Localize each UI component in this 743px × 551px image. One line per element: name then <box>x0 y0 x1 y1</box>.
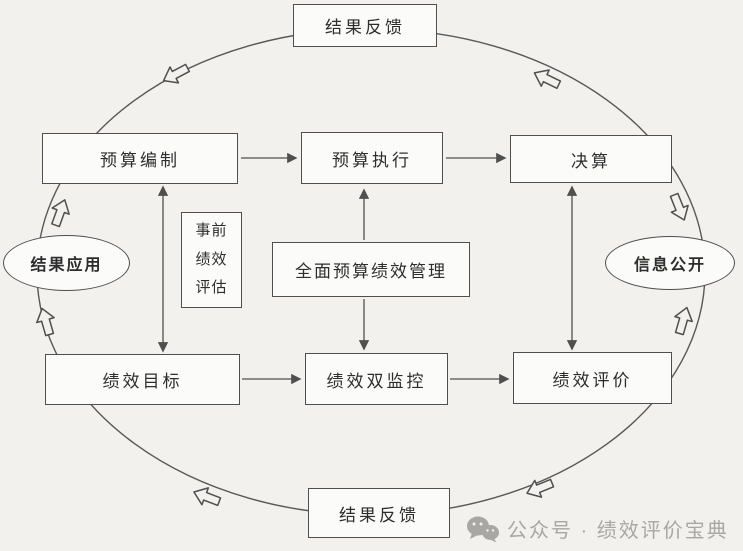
cycle-arrow-bottom-left <box>193 487 222 507</box>
cycle-arrow-left-upper <box>51 199 70 228</box>
node-label: 绩效目标 <box>102 372 183 391</box>
cycle-arrow-right-upper <box>669 192 689 221</box>
node-final-accounts: 决算 <box>510 135 672 183</box>
node-pre-performance-evaluation: 事前绩效评估 <box>181 212 242 308</box>
node-label: 决算 <box>571 151 611 171</box>
watermark: 公众号 · 绩效评价宝典 <box>466 514 729 543</box>
node-label: 结果应用 <box>30 257 103 274</box>
node-budget-execution: 预算执行 <box>301 132 443 184</box>
cycle-arrow-left-lower <box>36 307 55 337</box>
node-result-application: 结果应用 <box>3 235 130 291</box>
node-comprehensive-budget-performance-management: 全面预算绩效管理 <box>272 242 470 297</box>
cycle-arrow-top-right <box>533 69 562 90</box>
node-performance-goal: 绩效目标 <box>45 354 240 405</box>
node-label: 预算执行 <box>332 150 412 170</box>
node-result-feedback-bottom: 结果反馈 <box>308 488 450 538</box>
node-budget-preparation: 预算编制 <box>42 133 238 184</box>
node-performance-evaluation: 绩效评价 <box>513 352 672 404</box>
watermark-text: 公众号 · 绩效评价宝典 <box>507 520 729 542</box>
node-performance-dual-monitoring: 绩效双监控 <box>305 353 448 405</box>
node-label: 绩效双监控 <box>326 371 427 391</box>
node-result-feedback-top: 结果反馈 <box>293 4 437 47</box>
cycle-arrow-right-lower <box>674 306 693 336</box>
node-information-disclosure: 信息公开 <box>605 236 735 290</box>
cycle-arrow-top-left <box>162 63 191 84</box>
node-label: 全面预算绩效管理 <box>295 262 447 281</box>
node-label: 预算编制 <box>100 151 180 170</box>
node-label: 信息公开 <box>633 257 706 274</box>
node-label: 绩效评价 <box>552 370 633 390</box>
node-label: 事前绩效评估 <box>195 222 228 297</box>
node-label: 结果反馈 <box>325 18 405 37</box>
wechat-chat-bubbles-icon <box>467 516 499 542</box>
node-label: 结果反馈 <box>339 505 419 525</box>
cycle-arrow-bottom-right <box>526 478 555 498</box>
